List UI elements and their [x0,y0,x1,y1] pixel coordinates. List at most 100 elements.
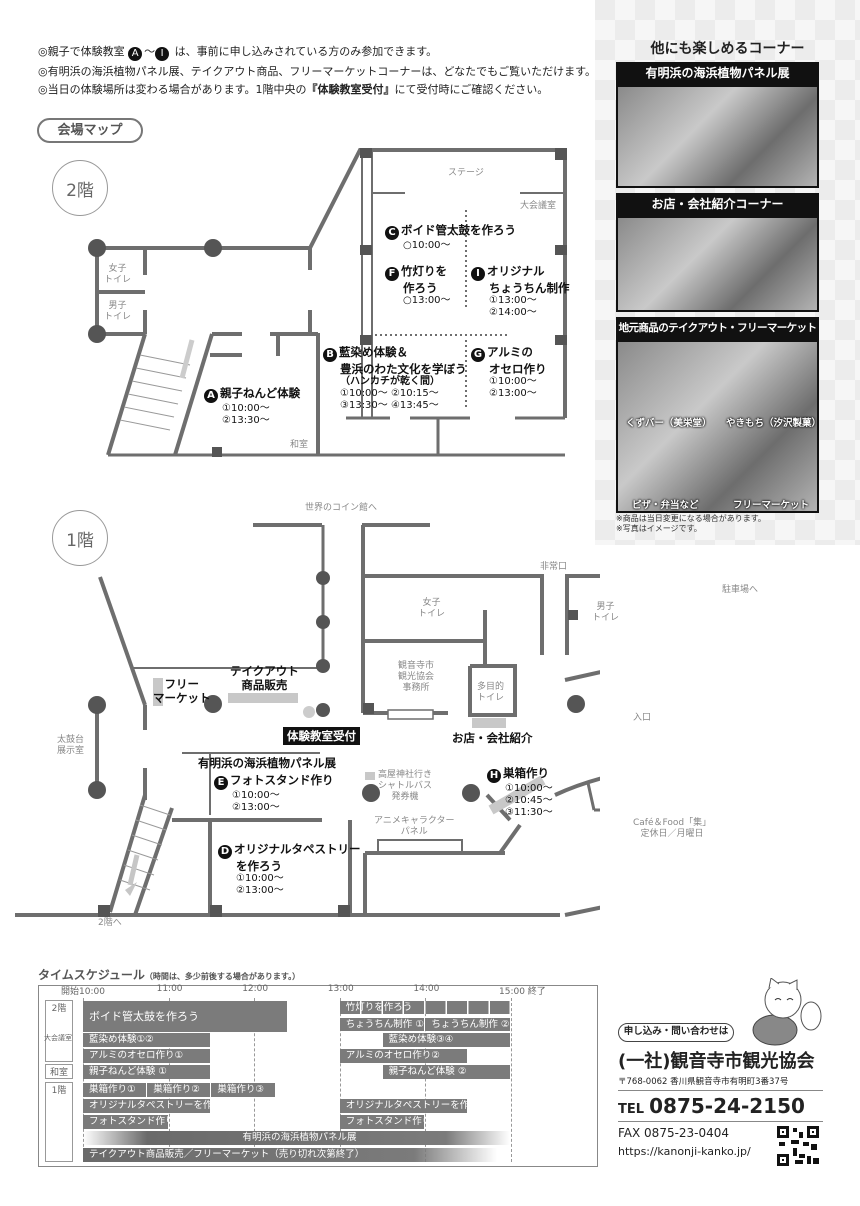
reception-label: 体験教室受付 [283,727,360,745]
marker: H [487,769,501,783]
schedule-gridline [511,998,512,1162]
note-text: にて受付時にご確認ください。 [394,83,549,96]
activity-time: ①13:00～ [489,295,537,306]
inquiry-label: 申し込み・問い合わせは [618,1023,734,1042]
takeout-area [228,693,298,703]
photo-panel-exhibit [616,85,819,188]
schedule-tick-label: 11:00 [156,984,183,994]
note-location: ◎当日の体験場所は変わる場合があります。1階中央の『体験教室受付』にて受付時にご… [38,81,548,97]
activity-time: ②13:00～ [489,388,537,399]
schedule-bar: 親子ねんど体験 ① [83,1065,212,1079]
section-takeout: 地元商品のテイクアウト・フリーマーケット [616,317,819,340]
emergency-exit: 非常口 [540,562,568,572]
room-washitsu: 和室 [290,440,309,450]
sidebar-title: 他にも楽しめるコーナー [650,41,805,57]
activity-title: を作ろう [236,859,282,873]
hall-label: 大会議室 [44,1034,72,1042]
caption-yakimochi: やきもち（汐沢製菓） [726,418,822,429]
room-stage: ステージ [448,168,484,178]
schedule-bar: ちょうちん制作 ② [425,1018,511,1031]
note-text: ◎親子で体験教室 [38,45,129,58]
cat-mascot-illustration [752,978,822,1046]
room-women-toilet-1f: 女子 トイレ [418,598,446,619]
shop-label: お店・会社紹介 [452,731,533,745]
activity-time: ②13:00～ [236,885,284,896]
activity-time: ○10:00～ [403,240,451,251]
washitsu-label: 和室 [45,1064,73,1079]
address: 〒768-0062 香川県観音寺市有明町3番37号 [618,1077,789,1087]
sidebar-note-2: ※写真はイメージです。 [616,524,702,533]
schedule-bar: 藍染め体験①② [83,1033,212,1047]
room-tourism-office: 観音寺市 観光協会 事務所 [398,661,435,693]
cafe: Café＆Food「集」 定休日／月曜日 [633,818,712,839]
free-market-label: フリー マーケット [153,677,211,705]
schedule-bar: 親子ねんど体験 ② [382,1065,511,1079]
floor-2-label: 2階 [45,1000,73,1062]
activity-time: ①10:00～ [489,376,537,387]
shuttle-ticket-machine: 高屋神社行き シャトルバス 発券機 [378,770,433,802]
activity-time: ①10:00～ ②10:15～ [340,388,439,399]
floor-1-badge: 1階 [52,510,108,566]
activity-time: ①10:00～ [222,403,270,414]
activity-time: ②13:00～ [232,802,280,813]
caption-pizza: ピザ・弁当など [632,500,699,511]
room-women-toilet-2f: 女子 トイレ [104,264,132,285]
shuttle-ticket-box [365,772,375,780]
schedule-title: タイムスケジュール（時間は、多少前後する場合があります。） [38,966,300,983]
marker: I [471,267,485,281]
activity-title: ちょうちん制作 [489,281,570,295]
schedule-gridline [425,998,427,1162]
activity-subtitle: （ハンカチが乾く間） [340,376,440,387]
schedule-tick-label: 12:00 [242,984,269,994]
activity-title: フォトスタンド作り [230,773,334,787]
floor-plan-walls [15,148,600,917]
phone: TEL 0875-24-2150 [618,1094,805,1118]
to-coin-museum: 世界のコイン館へ [305,503,378,513]
schedule-bar: 竹灯りを作ろう [339,1001,511,1014]
note-reservation: ◎親子で体験教室 A～I は、事前に申し込みされている方のみ参加できます。 [38,43,437,61]
entrance: 入口 [633,713,652,723]
marker: B [323,348,337,362]
room-hall: 大会議室 [520,201,557,211]
schedule-bar: テイクアウト商品販売／フリーマーケット（売り切れ次第終了） [83,1148,499,1162]
note-bold: 『体験教室受付』 [306,83,395,96]
activity-time: ③11:30～ [505,807,553,818]
activity-title: 巣箱作り [503,766,549,780]
marker-i: I [155,47,170,61]
schedule-tick-label: 14:00 [413,984,440,994]
anime-panel: アニメキャラクター パネル [374,816,455,837]
floor-label-text: 2階 [51,1004,67,1014]
schedule-bar: ちょうちん制作 ① [339,1018,426,1031]
marker: D [218,845,232,859]
floor-2-badge: 2階 [52,160,108,216]
room-men-toilet-1f: 男子 トイレ [592,602,620,623]
qr-code[interactable] [777,1126,819,1166]
note-text: は、事前に申し込みされている方のみ参加できます。 [171,45,438,58]
free-market-area [153,678,163,706]
schedule-gridline [339,998,341,1162]
schedule-bar: 有明浜の海浜植物パネル展 [83,1131,511,1145]
activity-title: 豊浜のわた文化を学ぼう [340,362,467,376]
divider [618,1121,823,1122]
activity-time: ②13:30～ [222,415,270,426]
schedule-bar: オリジナルタペストリーを作ろう② [339,1099,469,1113]
other-corners-sidebar: 他にも楽しめるコーナー 有明浜の海浜植物パネル展 お店・会社紹介コーナー 地元商… [595,0,860,545]
room-men-toilet-2f: 男子 トイレ [104,301,132,322]
marker: C [385,226,399,240]
activity-title: アルミの [487,345,533,359]
section-panel-exhibit: 有明浜の海浜植物パネル展 [616,62,819,85]
schedule-bar: アルミのオセロ作り② [339,1049,469,1063]
website-link[interactable]: https://kanonji-kanko.jp/ [618,1145,751,1158]
tel-number[interactable]: 0875-24-2150 [649,1094,805,1118]
sidebar-note-1: ※商品は当日変更になる場合があります。 [616,514,766,523]
